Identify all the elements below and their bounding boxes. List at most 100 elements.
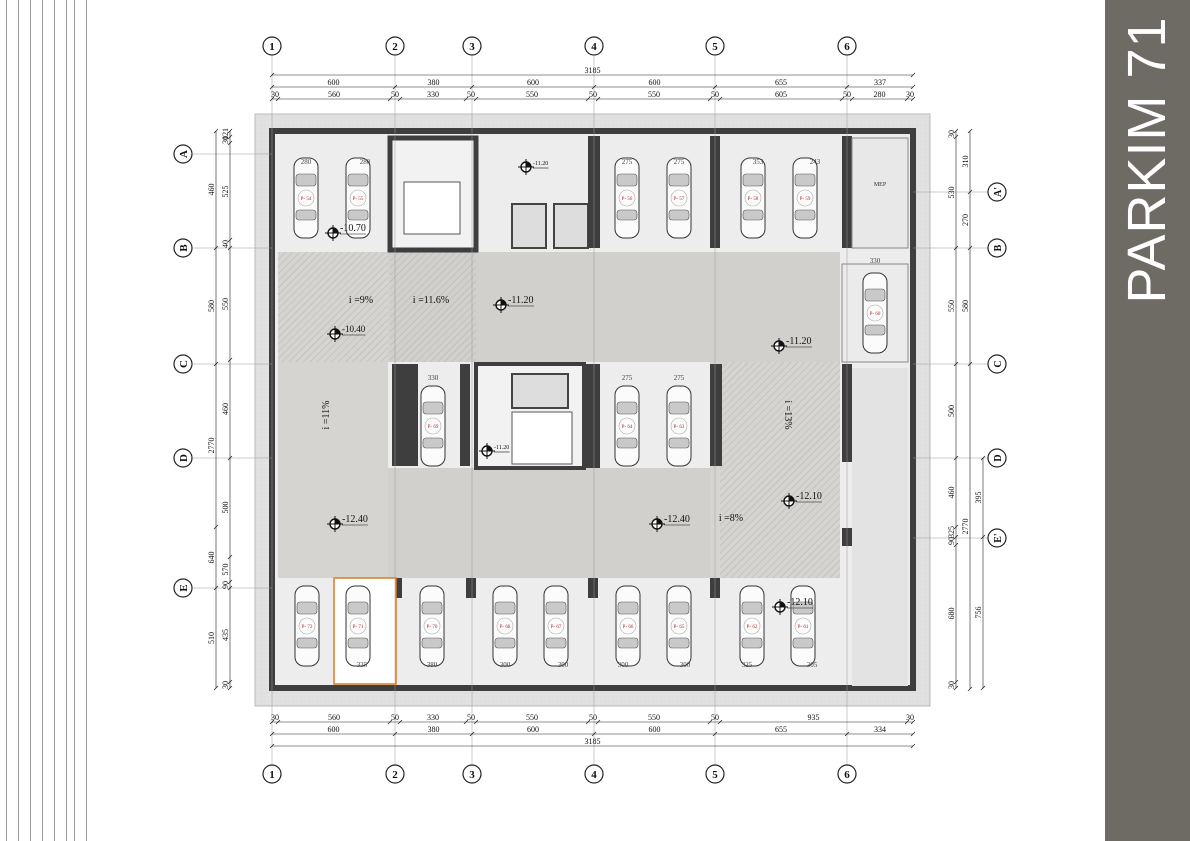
dim-bottom-total-0: 3185: [585, 737, 601, 746]
svg-text:-12.10: -12.10: [796, 491, 822, 502]
bay-width-mid-0: 330: [428, 374, 439, 382]
slope-label-3: i =13%: [782, 400, 793, 429]
svg-text:2: 2: [392, 41, 398, 53]
car-mid-1: P- 64: [614, 385, 640, 467]
level-mark-6: -12.40: [327, 514, 368, 532]
level-mark-7: -12.40: [649, 514, 690, 532]
svg-text:E': E': [993, 533, 1004, 543]
column-b2: [466, 578, 476, 598]
dim-left-inner-6: 500: [221, 502, 230, 514]
parking-label: P- 54: [301, 197, 312, 202]
dim-top-span-4: 655: [775, 78, 787, 87]
dim-left-inner-10: 30: [221, 681, 230, 689]
dim-top-sub-1: 560: [328, 90, 340, 99]
grid-bubble-top-3: 3: [462, 36, 482, 56]
dim-right-inner-3: 500: [947, 405, 956, 417]
dim-top-sub-8: 50: [711, 90, 719, 99]
dim-top-sub-0: 30: [271, 90, 279, 99]
dim-right-outer-b-0: 395: [974, 492, 983, 504]
stair-flight-top: [403, 181, 461, 235]
dim-right-inner-8: 30: [947, 681, 956, 689]
dim-bottom-sub-5: 550: [526, 713, 538, 722]
dim-bottom-span-5: 334: [874, 725, 886, 734]
parking-label: P- 63: [674, 425, 685, 430]
car-side: P- 60: [862, 272, 888, 354]
bay-width-bottom-5: 300: [680, 661, 691, 669]
dim-left-outer-0: 460: [207, 184, 216, 196]
level-mark-9: -12.10: [772, 597, 813, 615]
bay-width-top-2: 275: [622, 158, 633, 166]
svg-text:6: 6: [844, 41, 850, 53]
svg-text:-12.40: -12.40: [664, 514, 690, 525]
column-b3: [588, 578, 598, 598]
car-top-5: P- 59: [792, 157, 818, 239]
car-mid-0: P- 69: [420, 385, 446, 467]
svg-text:-11.20: -11.20: [533, 161, 548, 167]
dim-left-inner-7: 570: [221, 564, 230, 576]
dim-bottom-sub-1: 560: [328, 713, 340, 722]
grid-bubble-bottom-2: 2: [385, 764, 405, 784]
dim-right-outer-b-1: 756: [974, 607, 983, 619]
dim-bottom-sub-3: 330: [427, 713, 439, 722]
margin-stripes: [0, 0, 90, 841]
parking-label: P- 65: [674, 625, 685, 630]
dim-top-sub-10: 50: [843, 90, 851, 99]
parking-label: P- 69: [428, 425, 439, 430]
bay-width-bottom-3: 300: [558, 661, 569, 669]
dim-right-inner-0: 30: [947, 130, 956, 138]
parking-label: P- 55: [353, 197, 364, 202]
dim-right-inner-1: 530: [947, 187, 956, 199]
dim-bottom-sub-0: 30: [271, 713, 279, 722]
bay-width-top-1: 280: [360, 158, 371, 166]
car-bottom-1: P- 71: [345, 585, 371, 667]
grid-bubble-top-6: 6: [837, 36, 857, 56]
grid-bubble-bottom-5: 5: [705, 764, 725, 784]
svg-text:C: C: [178, 360, 190, 368]
dim-left-inner-4: 550: [221, 298, 230, 310]
dim-bottom-sub-9: 935: [808, 713, 820, 722]
dim-top-sub-12: 30: [906, 90, 914, 99]
bay-width-top-3: 275: [674, 158, 685, 166]
bay-width-mid-2: 275: [674, 374, 685, 382]
car-bottom-5: P- 66: [615, 585, 641, 667]
grid-bubble-right-3: D: [987, 448, 1007, 468]
svg-text:5: 5: [712, 41, 718, 53]
parking-label: P- 59: [800, 197, 811, 202]
dim-bottom-span-0: 600: [328, 725, 340, 734]
dim-top-span-1: 380: [428, 78, 440, 87]
car-bottom-7: P- 62: [739, 585, 765, 667]
dim-left-inner-8: 90: [221, 581, 230, 589]
dim-left-inner-2: 525: [221, 186, 230, 198]
dim-left-outer-3: 640: [207, 552, 216, 564]
dim-top-sub-11: 280: [874, 90, 886, 99]
dim-bottom-sub-6: 50: [589, 713, 597, 722]
bay-width-bottom-4: 300: [618, 661, 629, 669]
svg-text:-12.40: -12.40: [342, 514, 368, 525]
dim-bottom-sub-8: 50: [711, 713, 719, 722]
slope-label-0: i =9%: [349, 295, 373, 306]
svg-text:5: 5: [712, 769, 718, 781]
slope-label-2: i =11%: [321, 401, 332, 430]
car-bottom-2: P- 70: [419, 585, 445, 667]
wall-mid-right: [586, 364, 600, 468]
svg-text:D: D: [993, 454, 1004, 461]
svg-text:-11.20: -11.20: [786, 336, 811, 347]
dim-top-sub-6: 50: [589, 90, 597, 99]
parking-label: P- 67: [551, 625, 562, 630]
car-bottom-8: P- 61: [790, 585, 816, 667]
car-top-1: P- 55: [345, 157, 371, 239]
dim-left-inner-1: 30: [221, 136, 230, 144]
car-top-4: P- 58: [740, 157, 766, 239]
svg-text:3: 3: [469, 769, 475, 781]
grid-bubble-bottom-6: 6: [837, 764, 857, 784]
parking-label: P- 68: [500, 625, 511, 630]
dim-left-outer-4: 510: [207, 632, 216, 644]
level-mark-8: -12.10: [781, 491, 822, 509]
parking-label: P- 60: [870, 312, 881, 317]
level-mark-5: -11.20: [479, 443, 510, 459]
parking-label: P- 61: [798, 625, 809, 630]
level-mark-2: -11.20: [493, 295, 534, 313]
svg-text:-11.20: -11.20: [494, 445, 509, 451]
dim-top-sub-9: 605: [775, 90, 787, 99]
